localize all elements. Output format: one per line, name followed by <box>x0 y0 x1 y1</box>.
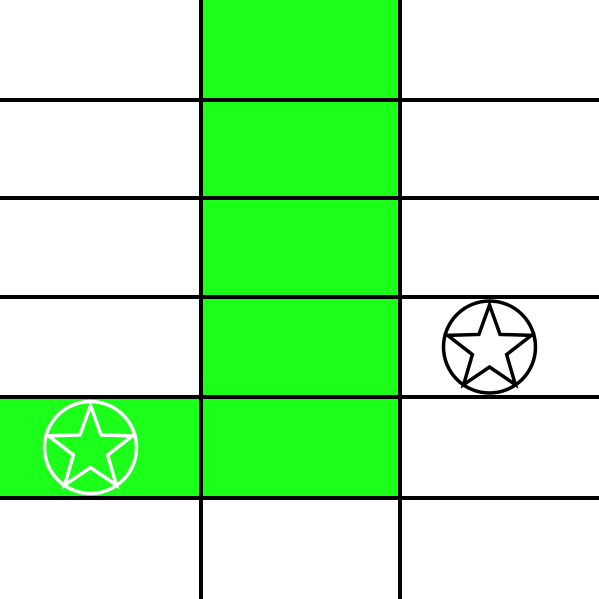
empty-cell-r3-c0[interactable] <box>0 297 201 397</box>
empty-cell-r1-c0[interactable] <box>0 100 201 198</box>
filled-cell-r1-c1[interactable] <box>201 100 400 198</box>
pentagram-circle-icon <box>442 299 537 389</box>
empty-cell-r1-c2[interactable] <box>400 100 599 198</box>
empty-cell-r2-c0[interactable] <box>0 198 201 297</box>
empty-cell-r2-c2[interactable] <box>400 198 599 297</box>
empty-cell-r5-c0[interactable] <box>0 498 201 599</box>
pentagram-circle-icon <box>43 400 138 490</box>
filled-cell-r2-c1[interactable] <box>201 198 400 297</box>
star-piece-white[interactable] <box>42 399 139 496</box>
empty-cell-r5-c2[interactable] <box>400 498 599 599</box>
filled-cell-r3-c1[interactable] <box>201 297 400 397</box>
filled-cell-r4-c0[interactable] <box>0 397 201 498</box>
star-piece-black[interactable] <box>441 299 538 395</box>
filled-cell-r0-c1[interactable] <box>201 0 400 100</box>
empty-cell-r4-c2[interactable] <box>400 397 599 498</box>
empty-cell-r0-c0[interactable] <box>0 0 201 100</box>
empty-cell-r5-c1[interactable] <box>201 498 400 599</box>
empty-cell-r3-c2[interactable] <box>400 297 599 397</box>
filled-cell-r4-c1[interactable] <box>201 397 400 498</box>
empty-cell-r0-c2[interactable] <box>400 0 599 100</box>
